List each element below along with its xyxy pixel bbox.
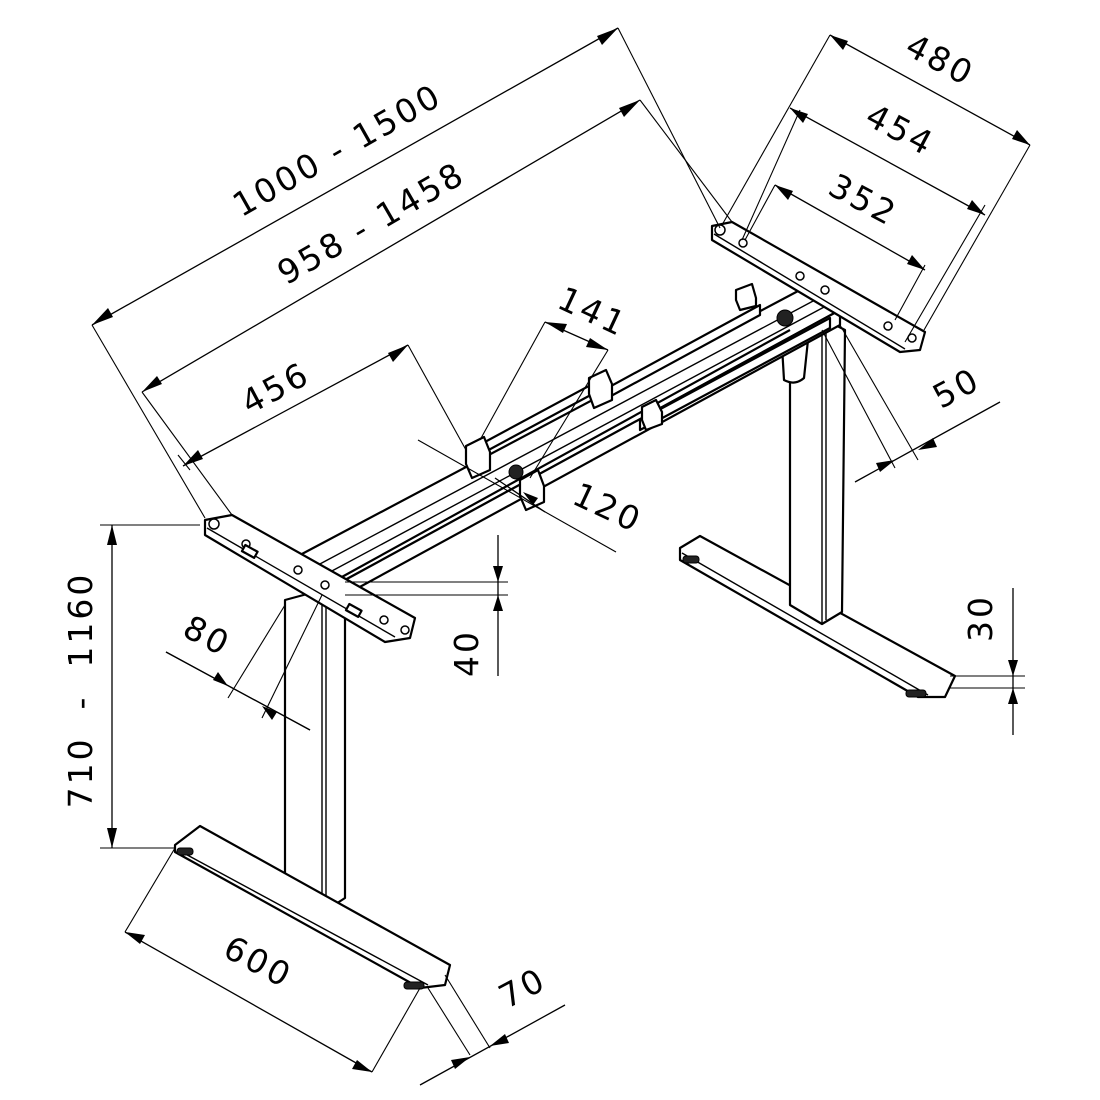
dim-141: 141 [552, 279, 634, 345]
dim-50: 50 [926, 359, 987, 416]
left-mounting-bracket [203, 513, 417, 644]
desk-frame [173, 220, 957, 990]
left-foot [173, 824, 452, 990]
left-column [283, 588, 347, 915]
beam-clamps [464, 282, 794, 512]
dim-454: 454 [859, 96, 941, 164]
dim-height: 710 - 1160 [61, 572, 100, 809]
dim-480: 480 [899, 26, 981, 94]
dim-80: 80 [177, 607, 238, 664]
crossbeam [298, 288, 842, 597]
dimension-lines [91, 27, 1031, 1086]
dim-352: 352 [822, 166, 904, 234]
right-column [788, 316, 847, 626]
dim-600: 600 [217, 928, 299, 996]
dim-70: 70 [492, 959, 553, 1016]
dim-30: 30 [961, 594, 1000, 642]
dim-40: 40 [447, 629, 486, 677]
dim-456: 456 [235, 354, 317, 422]
